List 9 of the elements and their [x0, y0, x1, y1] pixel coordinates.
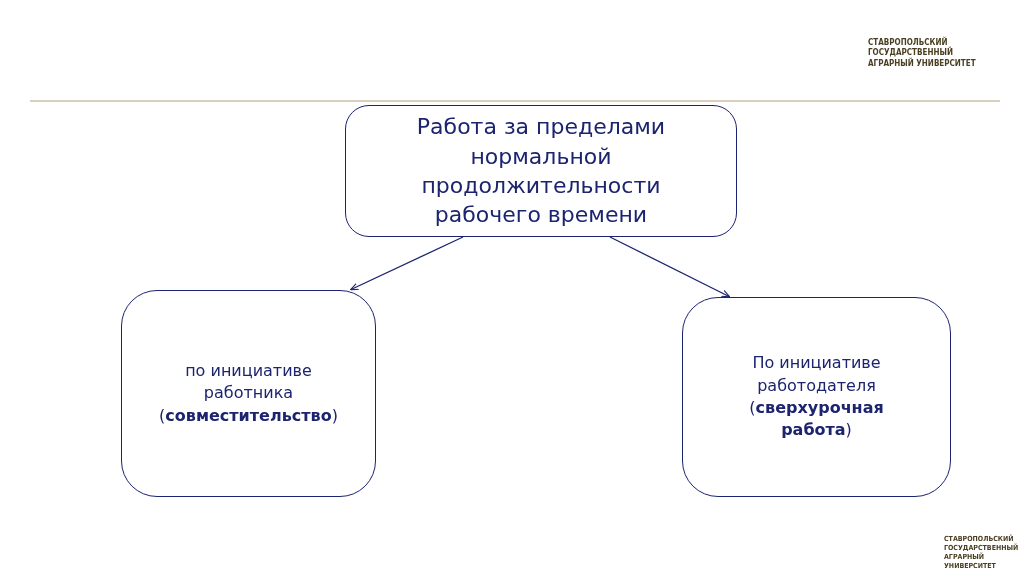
box-text: по инициативе работника (совместительство)	[158, 359, 339, 427]
arrow	[609, 236, 731, 298]
rounded-box	[345, 105, 737, 237]
box-text: Работа за пределами нормальной продолжительности рабочего времени	[415, 113, 667, 230]
box-text: По инициативе работодателя (сверхурочная работа)	[748, 352, 885, 442]
rounded-box	[682, 297, 951, 497]
rounded-box	[121, 290, 376, 497]
university-name: СТАВРОПОЛЬСКИЙ ГОСУДАРСТВЕННЫЙ АГРАРНЫЙ УНИВЕРСИТЕТ	[868, 38, 977, 70]
arrow	[349, 236, 464, 291]
